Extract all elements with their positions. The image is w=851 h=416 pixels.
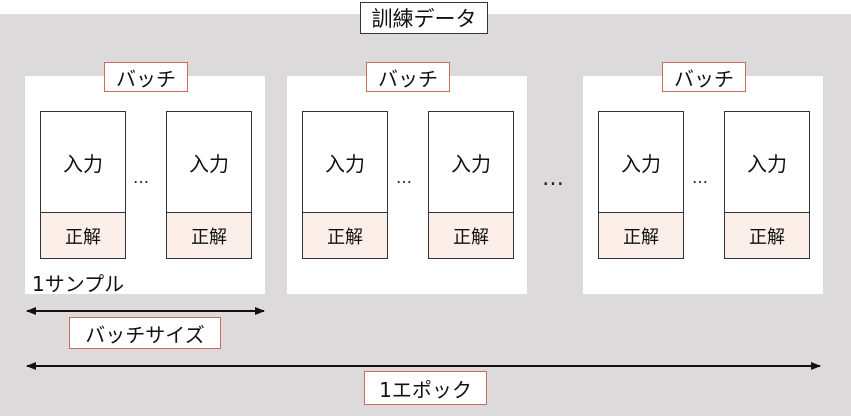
sample-input: 入力 xyxy=(302,111,388,213)
batch-ellipsis: … xyxy=(542,166,566,191)
sample-caption: 1サンプル xyxy=(32,272,125,296)
sample-input: 入力 xyxy=(166,111,252,213)
training-data-title: 訓練データ xyxy=(360,2,488,34)
sample-answer: 正解 xyxy=(598,212,684,259)
batch-size-label: バッチサイズ xyxy=(69,317,221,349)
batch-label: バッチ xyxy=(366,62,450,92)
sample-answer: 正解 xyxy=(40,212,126,259)
sample-ellipsis: … xyxy=(133,168,150,187)
sample-answer: 正解 xyxy=(166,212,252,259)
sample-answer: 正解 xyxy=(428,212,514,259)
sample-input: 入力 xyxy=(724,111,810,213)
sample-ellipsis: … xyxy=(396,168,413,187)
sample-ellipsis: … xyxy=(692,168,709,187)
batch-label: バッチ xyxy=(662,62,746,92)
sample-input: 入力 xyxy=(598,111,684,213)
sample-answer: 正解 xyxy=(724,212,810,259)
batch-label: バッチ xyxy=(104,62,188,92)
sample-input: 入力 xyxy=(428,111,514,213)
epoch-label: 1エポック xyxy=(364,371,487,405)
sample-answer: 正解 xyxy=(302,212,388,259)
